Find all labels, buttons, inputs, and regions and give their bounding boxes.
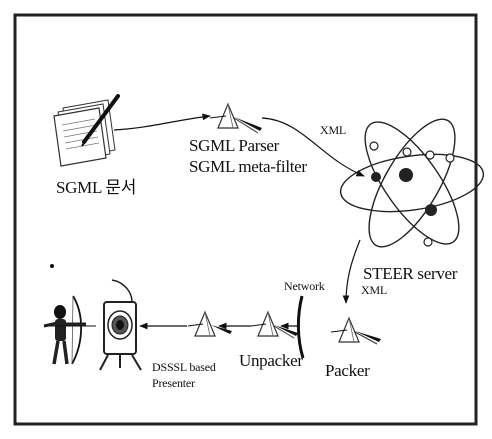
parser-label: SGML Parser	[189, 137, 279, 154]
steer-server-label: STEER server	[363, 265, 457, 282]
unpacker-prism-icon	[251, 312, 298, 338]
archer-icon	[44, 264, 96, 364]
arrow-doc-to-parser	[114, 116, 210, 130]
presenter-prism-icon	[188, 312, 232, 336]
document-with-pen-icon	[54, 96, 118, 166]
archery-target-icon	[100, 280, 141, 370]
presenter-label-line1: DSSSL based	[152, 361, 216, 373]
network-label: Network	[284, 280, 325, 292]
xml-mid-label: XML	[361, 284, 387, 296]
meta-filter-label: SGML meta-filter	[189, 158, 307, 175]
steer-server-atom-icon	[337, 107, 487, 259]
arrow-server-to-packer	[346, 240, 360, 303]
parser-prism-icon	[210, 104, 262, 133]
sgml-document-label: SGML 문서	[56, 179, 136, 196]
network-barrier	[298, 296, 303, 358]
presenter-label-line2: Presenter	[152, 377, 195, 389]
packer-label: Packer	[325, 362, 369, 379]
unpacker-label: Unpacker	[239, 352, 303, 369]
xml-top-label: XML	[320, 124, 346, 136]
packer-prism-icon	[331, 318, 381, 344]
